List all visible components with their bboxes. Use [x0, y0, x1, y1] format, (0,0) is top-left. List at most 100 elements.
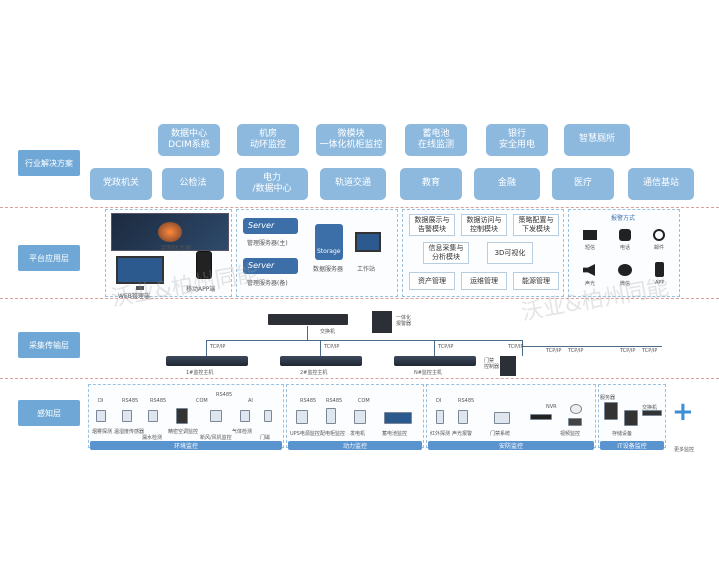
- industry-solution-box: 微模块 一体化机柜监控: [316, 124, 386, 156]
- industry-sector-box: 金融: [474, 168, 540, 200]
- device-label: 蓄电池监控: [382, 431, 408, 437]
- device-label: 新风/风机监控: [200, 435, 232, 441]
- industry-sector-box: 党政机关: [90, 168, 152, 200]
- camera-icon: [570, 404, 582, 414]
- access-control-icon: [494, 412, 510, 424]
- device-label: 漏水检测: [142, 435, 163, 441]
- device-label: 精密空调监控: [168, 429, 199, 435]
- module-box: 3D可视化: [487, 242, 533, 264]
- mgmt-backup-label: 管理服务器(备): [247, 280, 288, 287]
- monitor-host-icon: [394, 356, 476, 366]
- alarm-light-icon: [458, 410, 468, 424]
- generator-icon: [354, 410, 366, 424]
- add-more-icon[interactable]: +: [672, 397, 694, 427]
- wechat-icon: [618, 264, 632, 276]
- group-bar: IT设备监控: [600, 441, 664, 450]
- host-label: 2#监控主机: [300, 370, 328, 376]
- switch-label: 交换机: [320, 329, 336, 335]
- device-label: 存储设备: [612, 431, 633, 437]
- industry-sector-box: 轨道交通: [320, 168, 386, 200]
- alarm-item-label: APP: [655, 280, 665, 286]
- tcpip-label: TCP/IP: [568, 348, 584, 354]
- industry-solution-box: 机房 动环监控: [237, 124, 299, 156]
- device-label: 配电柜监控: [320, 431, 346, 437]
- industry-sector-box: 电力 /数据中心: [236, 168, 308, 200]
- cabinet-icon: [326, 408, 336, 424]
- tcpip-label: TCP/IP: [210, 344, 226, 350]
- industry-solution-box: 银行 安全用电: [486, 124, 548, 156]
- bigscreen-label: 定制化大屏: [161, 245, 192, 252]
- tcpip-label: TCP/IP: [620, 348, 636, 354]
- ac-unit-icon: [176, 408, 188, 424]
- monitor-icon: [116, 256, 164, 284]
- separator: [0, 378, 719, 379]
- infrared-icon: [436, 410, 444, 424]
- group-bar: 动力监控: [288, 441, 422, 450]
- protocol-label: AI: [248, 398, 253, 404]
- alarm-device-icon: [372, 311, 392, 333]
- protocol-label: RS485: [150, 398, 167, 404]
- workstation-label: 工作站: [357, 266, 376, 273]
- device-label: 门禁系统: [490, 431, 511, 437]
- db-server-label: 数据服务器: [313, 266, 344, 273]
- layer-label-perception: 感知层: [18, 400, 80, 426]
- switch-device-icon: [642, 410, 662, 416]
- protocol-label: DI: [436, 398, 442, 404]
- connector-line: [206, 340, 207, 356]
- app-phone-icon: [655, 262, 664, 277]
- gas-sensor-icon: [240, 410, 250, 422]
- device-label: 服务器: [600, 395, 616, 401]
- alarm-item-label: 电话: [620, 245, 631, 251]
- server-backup-icon: Server: [243, 258, 298, 274]
- protocol-label: DI: [98, 398, 104, 404]
- protocol-label: RS485: [326, 398, 343, 404]
- sensor-icon: [148, 410, 158, 422]
- separator: [0, 298, 719, 299]
- storage-word: Storage: [317, 248, 341, 255]
- protocol-label: RS485: [122, 398, 139, 404]
- module-box: 策略配置与 下发模块: [513, 214, 559, 236]
- platform-display-panel: 定制化大屏 WEB管理端 移动APP端: [105, 209, 232, 300]
- phone-call-icon: [619, 229, 631, 241]
- industry-solution-box: 数据中心 DCIM系统: [158, 124, 220, 156]
- device-label: 视频监控: [560, 431, 581, 437]
- module-box: 数据展示与 告警模块: [409, 214, 455, 236]
- module-box: 信息采集与 分析模块: [423, 242, 469, 264]
- platform-module-panel: 数据展示与 告警模块 数据访问与 控制模块 策略配置与 下发模块 信息采集与 分…: [402, 209, 564, 297]
- monitor-host-icon: [166, 356, 248, 366]
- host-label: N#监控主机: [414, 370, 442, 376]
- protocol-label: NVR: [546, 404, 557, 410]
- fan-icon: [210, 410, 222, 422]
- device-label: 交换机: [642, 405, 658, 411]
- industry-sector-box: 教育: [400, 168, 462, 200]
- device-label: 气体检测: [232, 429, 253, 435]
- workstation-icon: [355, 232, 381, 252]
- network-switch-icon: [268, 314, 348, 325]
- device-label: 声光报警: [452, 431, 473, 437]
- industry-solution-box: 智慧厕所: [564, 124, 630, 156]
- platform-alarm-panel: 报警方式 短信 电话 邮件 声光 微信 APP: [568, 209, 680, 297]
- connector-line: [320, 340, 321, 356]
- alarm-item-label: 微信: [620, 281, 631, 287]
- server-word: Server: [248, 221, 275, 230]
- speaker-icon: [583, 264, 595, 276]
- device-label: 烟雾探测: [92, 429, 113, 435]
- camera-icon: [568, 418, 582, 426]
- tcpip-label: TCP/IP: [642, 348, 658, 354]
- alarm-item-label: 邮件: [654, 245, 665, 251]
- industry-sector-box: 公检法: [162, 168, 224, 200]
- protocol-label: RS485: [458, 398, 475, 404]
- layer-label-platform: 平台应用层: [18, 245, 80, 271]
- protocol-label: COM: [196, 398, 208, 404]
- device-label: 门磁: [260, 435, 271, 441]
- monitor-host-icon: [280, 356, 362, 366]
- connector-line: [522, 340, 523, 356]
- web-label: WEB管理端: [118, 293, 150, 300]
- phone-icon: [196, 251, 212, 279]
- group-bar: 环境监控: [90, 441, 282, 450]
- group-bar: 安防监控: [428, 441, 594, 450]
- sensor-icon: [122, 410, 132, 422]
- connector-line: [434, 340, 435, 356]
- storage-device-icon: [624, 410, 638, 426]
- industry-sector-box: 通信基站: [628, 168, 694, 200]
